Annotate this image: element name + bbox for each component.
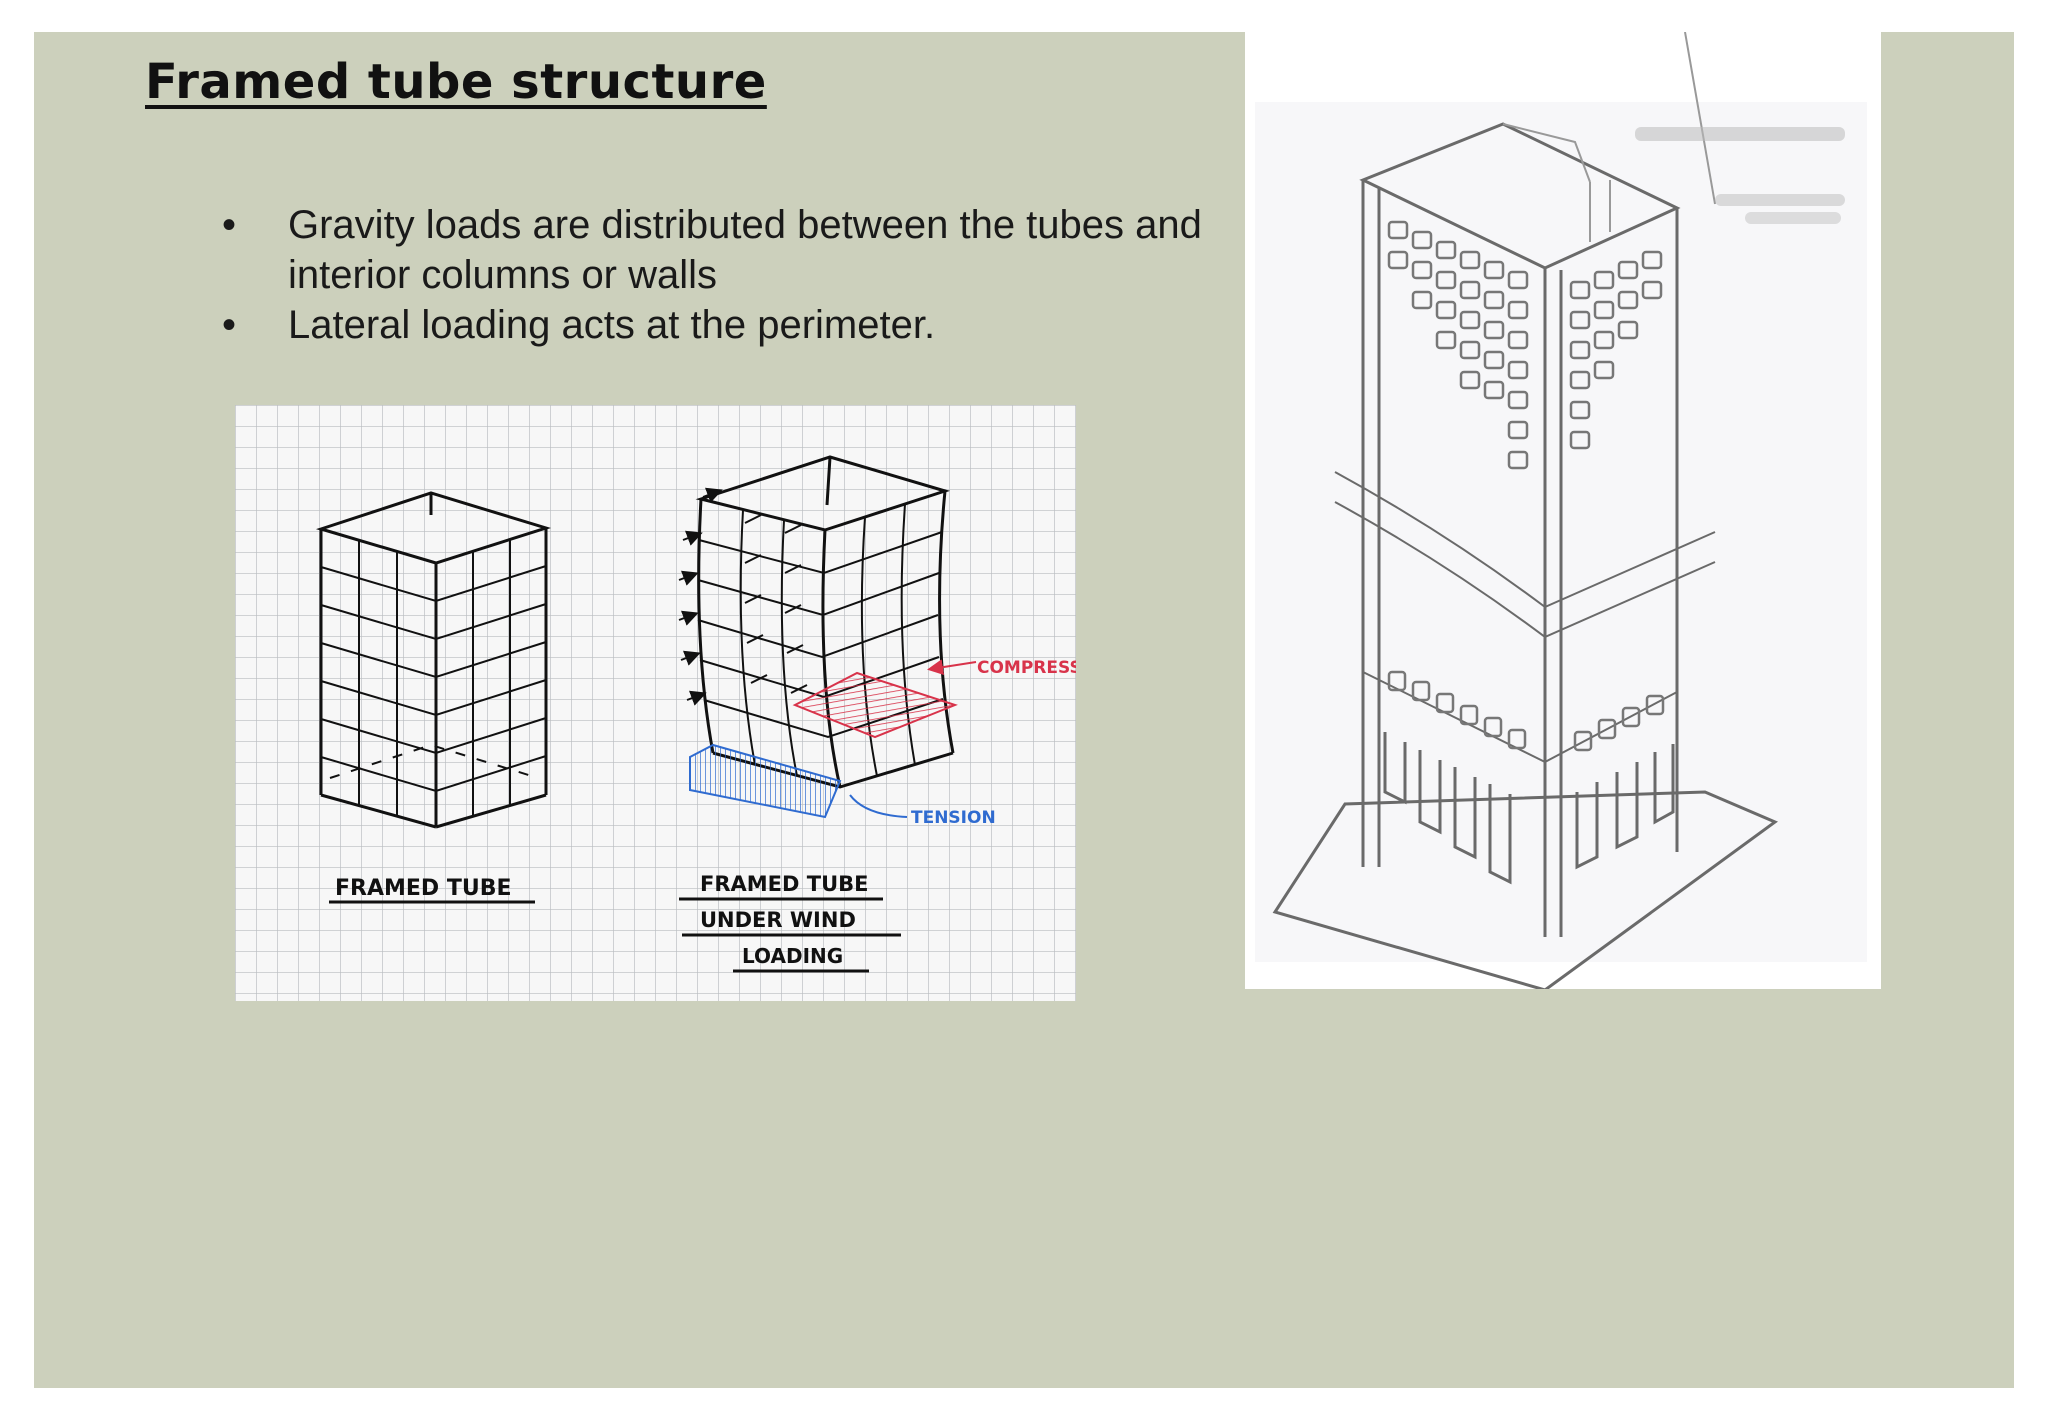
framed-tube-sketch: COMPRESSION TENSION FRAMED TUBE FRAMED T…	[235, 405, 1117, 1001]
wind-label-line2: UNDER WIND	[700, 908, 856, 932]
tension-zone	[689, 743, 842, 819]
bullet-text: Gravity loads are distributed between th…	[288, 203, 1202, 297]
annotation-leaders	[1502, 31, 1716, 242]
bullet-item: • Lateral loading acts at the perimeter.	[184, 300, 1264, 350]
framed-tube-building-svg	[1245, 31, 1881, 992]
slide: Framed tube structure • Gravity loads ar…	[34, 31, 2014, 1388]
tension-label: TENSION	[911, 808, 996, 828]
building-outline	[1272, 122, 1779, 992]
framed-tube-label: FRAMED TUBE	[335, 876, 512, 901]
wind-label-line3: LOADING	[742, 944, 843, 968]
framed-tube-sketch-svg: COMPRESSION TENSION FRAMED TUBE FRAMED T…	[235, 405, 1117, 1001]
bullet-item: • Gravity loads are distributed between …	[184, 200, 1264, 300]
wind-arrows	[678, 487, 808, 706]
slide-title: Framed tube structure	[145, 54, 767, 110]
annotation-scribbles	[1635, 127, 1845, 224]
bullet-dot: •	[222, 303, 237, 347]
compression-label: COMPRESSION	[977, 658, 1076, 678]
bullet-dot: •	[222, 203, 237, 247]
compression-zone	[792, 671, 958, 739]
framed-tube-building-sketch	[1245, 31, 1881, 992]
framed-tube-drawing	[315, 491, 552, 829]
bullet-list: • Gravity loads are distributed between …	[184, 200, 1264, 350]
wind-label-line1: FRAMED TUBE	[700, 872, 868, 896]
window-grid	[1387, 220, 1665, 752]
framed-tube-wind-drawing	[695, 455, 955, 789]
bullet-text: Lateral loading acts at the perimeter.	[288, 303, 936, 347]
